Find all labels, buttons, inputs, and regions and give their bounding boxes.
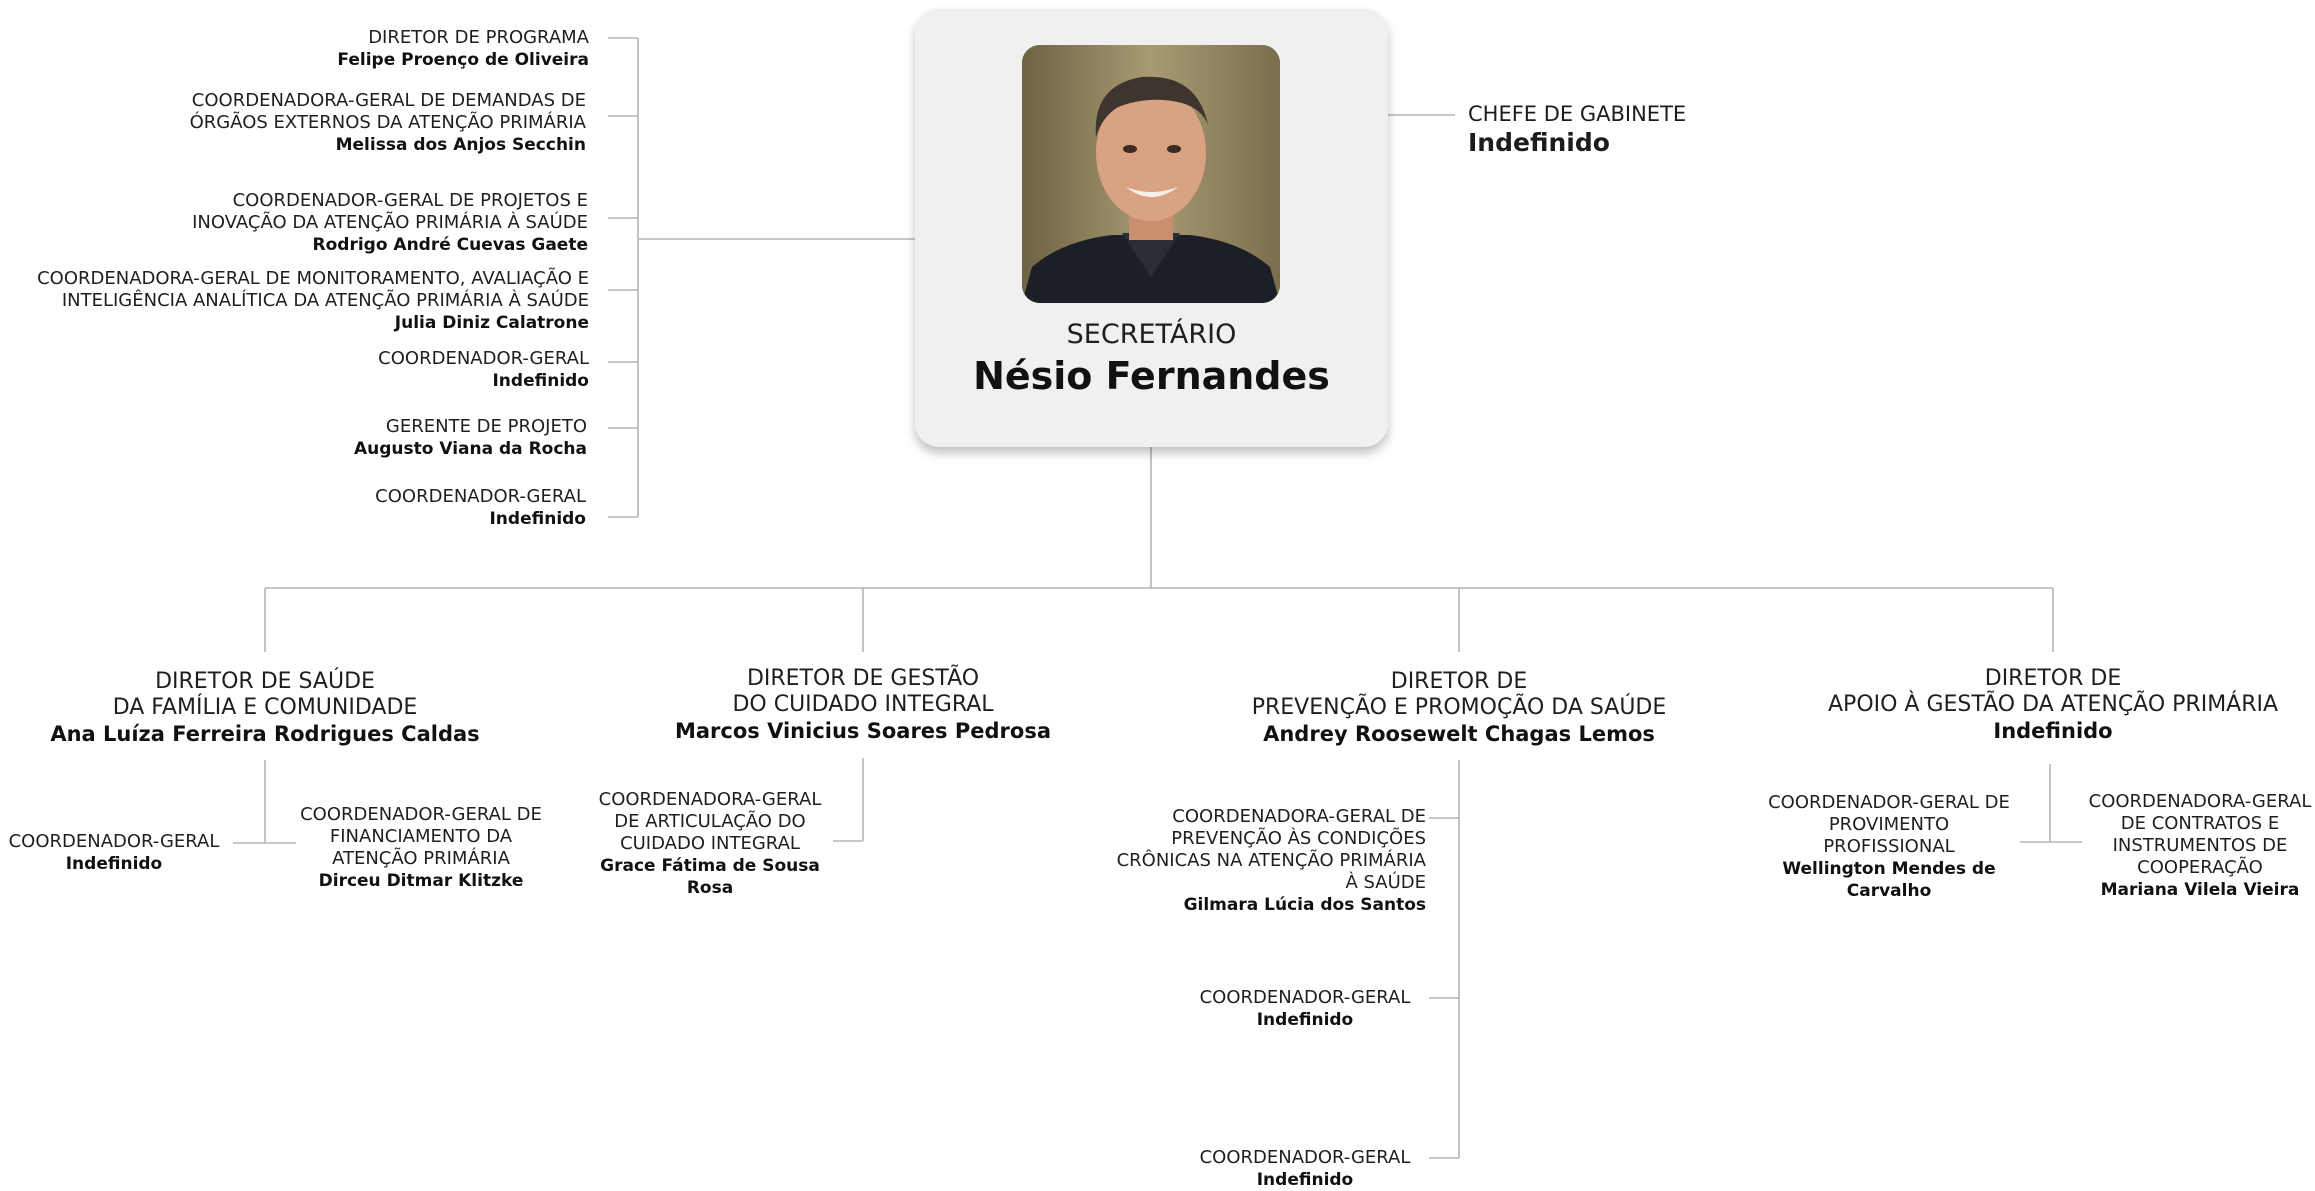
chief-name: Indefinido — [1468, 128, 1610, 157]
staff-coordinator-2: COORDENADOR-GERAL Indefinido — [375, 486, 586, 529]
secretary-card: SECRETÁRIO Nésio Fernandes — [915, 9, 1388, 447]
director-prevention-promotion: DIRETOR DE PREVENÇÃO E PROMOÇÃO DA SAÚDE… — [1251, 669, 1667, 746]
director-integral-care: DIRETOR DE GESTÃO DO CUIDADO INTEGRAL Ma… — [674, 666, 1051, 743]
d4-provision-coordinator: COORDENADOR-GERAL DE PROVIMENTO PROFISSI… — [1768, 792, 2010, 901]
secretary-title: SECRETÁRIO — [1066, 319, 1237, 350]
staff-external-demands: COORDENADORA-GERAL DE DEMANDAS DE ÓRGÃOS… — [189, 90, 586, 155]
secretary-name: Nésio Fernandes — [973, 354, 1330, 398]
d4-contracts-coordinator: COORDENADORA-GERAL DE CONTRATOS E INSTRU… — [2088, 791, 2312, 900]
d1-financing-coordinator: COORDENADOR-GERAL DE FINANCIAMENTO DA AT… — [300, 804, 542, 891]
d3-coordinator-2: COORDENADOR-GERAL Indefinido — [1199, 1147, 1411, 1190]
staff-projects-innovation: COORDENADOR-GERAL DE PROJETOS E INOVAÇÃO… — [192, 190, 588, 255]
staff-monitoring-evaluation: COORDENADORA-GERAL DE MONITORAMENTO, AVA… — [37, 268, 589, 333]
d3-chronic-conditions-coordinator: COORDENADORA-GERAL DE PREVENÇÃO ÀS CONDI… — [1116, 806, 1426, 915]
d2-articulation-coordinator: COORDENADORA-GERAL DE ARTICULAÇÃO DO CUI… — [598, 789, 822, 898]
staff-program-director: DIRETOR DE PROGRAMA Felipe Proenço de Ol… — [337, 27, 589, 70]
chief-title: CHEFE DE GABINETE — [1468, 102, 1687, 126]
chief-of-staff: CHEFE DE GABINETE Indefinido — [1468, 100, 1686, 158]
d3-coordinator-1: COORDENADOR-GERAL Indefinido — [1199, 987, 1411, 1030]
staff-project-manager: GERENTE DE PROJETO Augusto Viana da Roch… — [353, 416, 587, 459]
director-management-support: DIRETOR DE APOIO À GESTÃO DA ATENÇÃO PRI… — [1828, 666, 2279, 743]
d1-coordinator: COORDENADOR-GERAL Indefinido — [8, 831, 220, 874]
secretary-photo — [1022, 45, 1280, 303]
director-family-health: DIRETOR DE SAÚDE DA FAMÍLIA E COMUNIDADE… — [50, 669, 480, 746]
staff-coordinator-1: COORDENADOR-GERAL Indefinido — [378, 348, 589, 391]
